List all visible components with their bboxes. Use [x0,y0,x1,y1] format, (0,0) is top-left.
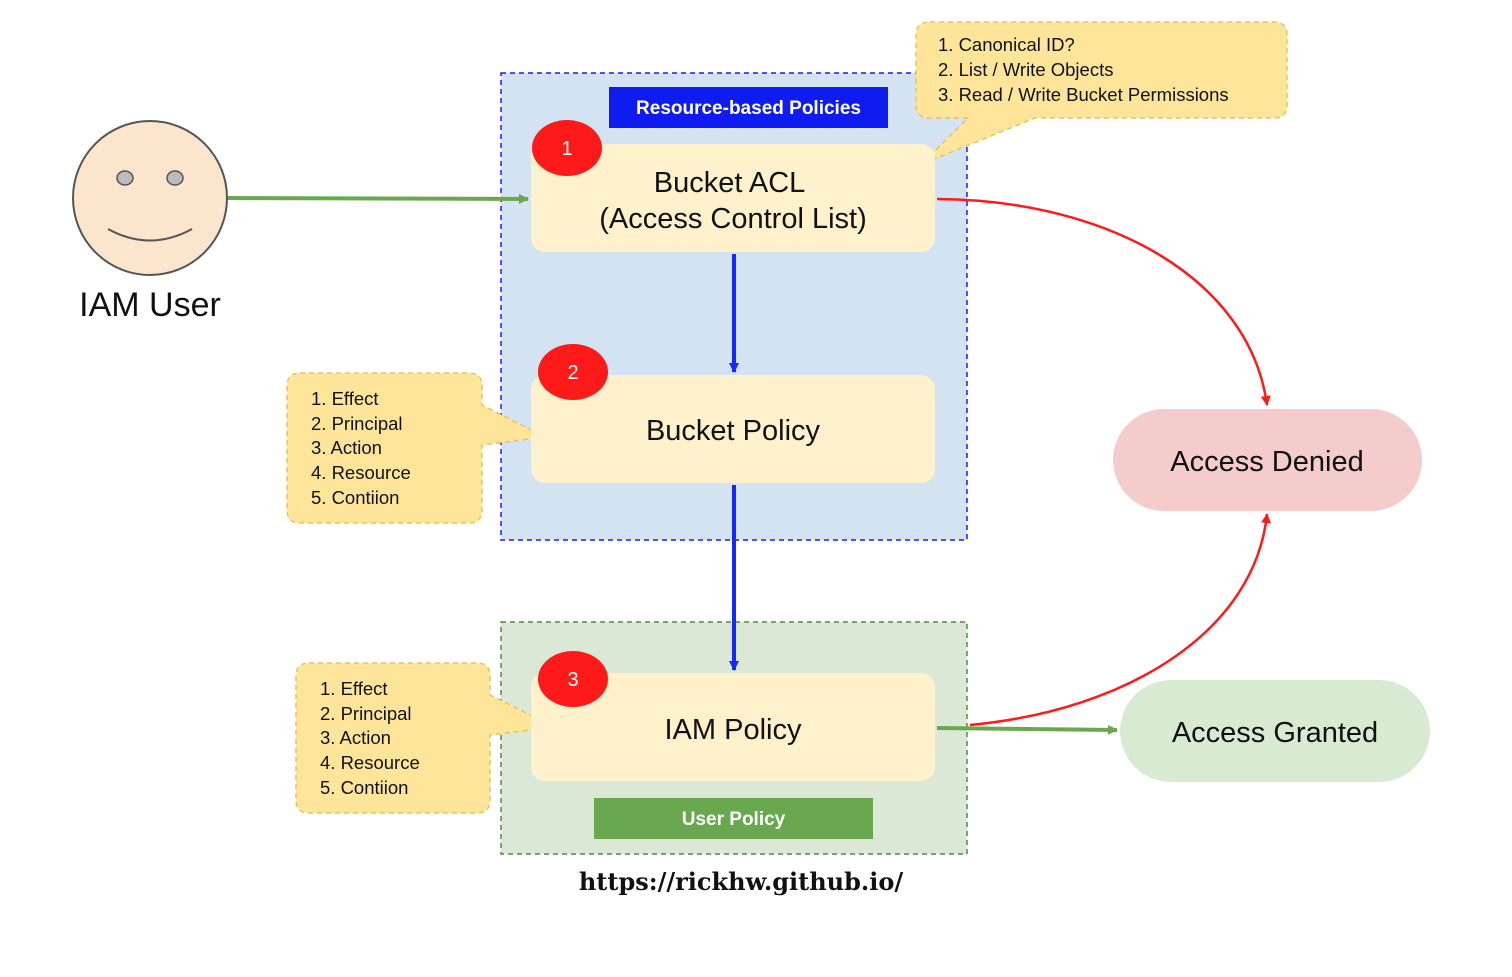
user-policy-label-box [594,798,873,839]
access-denied-text: Access Denied [1170,446,1363,478]
step-2-number: 2 [567,362,578,384]
step-3-number: 3 [567,669,578,691]
step-1-badge [532,120,602,176]
bucket-acl-box [531,144,935,252]
bucket-policy-callout-text: 1. Effect 2. Principal 3. Action 4. Reso… [311,388,416,508]
bucket-policy-callout [286,372,548,524]
user-policy-label: User Policy [682,809,786,830]
bucket-policy-text: Bucket Policy [646,415,821,447]
resource-based-policies-label: Resource-based Policies [636,98,861,119]
iam-user-label: IAM User [79,286,221,324]
step-1-number: 1 [561,138,572,160]
access-granted-text: Access Granted [1172,717,1378,749]
iam-policy-callout [295,662,557,814]
access-denied-box [1113,409,1422,511]
iam-policy-text: IAM Policy [665,714,802,746]
step-2-badge [538,344,608,400]
iam-policy-to-granted-arrow [936,724,1118,735]
bucket-acl-text: Bucket ACL (Access Control List) [599,167,867,235]
resource-based-policies-label-box [609,87,888,128]
iam-policy-to-denied-arrow [969,513,1272,727]
iam-policy-callout-text: 1. Effect 2. Principal 3. Action 4. Reso… [320,678,425,798]
acl-callout [915,21,1288,165]
acl-callout-text: 1. Canonical ID? 2. List / Write Objects… [938,34,1229,105]
user-to-acl-arrow [227,193,529,204]
iam-policy-box [531,673,935,781]
acl-to-denied-arrow [936,197,1271,406]
access-granted-box [1120,680,1430,782]
iam-user-face-icon [72,120,228,276]
bucket-policy-box [531,375,935,483]
footer-url: https://rickhw.github.io/ [579,867,904,896]
step-3-badge [538,651,608,707]
